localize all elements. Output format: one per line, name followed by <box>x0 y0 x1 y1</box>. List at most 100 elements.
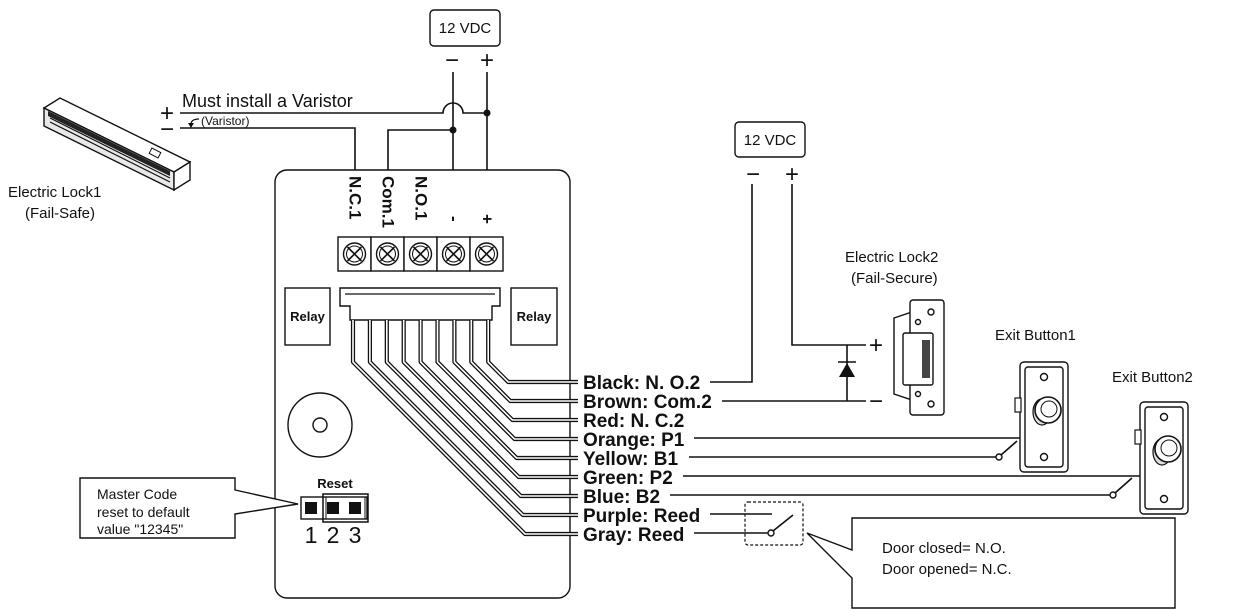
door-callout: Door closed= N.O. Door opened= N.C. <box>806 517 1176 609</box>
screw-hole-icon <box>1159 494 1169 504</box>
reed-switch-box <box>744 501 804 546</box>
maglock-end-face <box>173 160 191 192</box>
jumper-cap-inner <box>325 496 366 520</box>
input-wiring <box>670 437 1140 546</box>
terminal-label-nc1: N.C.1 <box>346 176 365 219</box>
door-closed-text: Door closed= N.O. <box>882 540 1006 557</box>
terminal-label-no1: N.O.1 <box>412 176 431 220</box>
exit-button-1: Exit Button1 <box>995 327 1076 473</box>
diode-icon <box>839 363 855 377</box>
wire-label-orange: Orange: P1 <box>583 430 685 451</box>
power-supply-2-plus: + <box>785 161 799 188</box>
wire-lead-core-2 <box>453 320 578 421</box>
door-opened-text: Door opened= N.C. <box>882 561 1012 578</box>
terminal-label-com1: Com.1 <box>379 176 398 228</box>
lock1-wiring: Must install a Varistor + − (Varistor) <box>160 72 491 212</box>
jumper-pin-3 <box>349 502 361 514</box>
power-supply-1-plus: + <box>480 47 494 74</box>
screw-hole-icon <box>927 400 935 408</box>
master-code-line-2: reset to default <box>97 504 190 520</box>
relay-right-label: Relay <box>517 309 552 324</box>
lock1-name: Electric Lock1 <box>8 184 101 201</box>
relay-left-label: Relay <box>290 309 325 324</box>
buzzer-center <box>312 417 328 433</box>
power-supply-1-box <box>429 9 501 47</box>
terminal-block <box>337 236 504 272</box>
power-supply-1: 12 VDC − + <box>429 9 501 74</box>
screw-hole-icon <box>927 308 935 316</box>
screw-hole-icon <box>1039 372 1049 382</box>
wire-lead-core-7 <box>369 320 578 516</box>
power-supply-2-minus: − <box>746 161 760 188</box>
master-code-callout-box <box>79 477 299 539</box>
relay-left <box>284 287 331 346</box>
door-callout-box <box>806 517 1176 609</box>
maglock-core <box>48 111 170 176</box>
exit-button-2-label: Exit Button2 <box>1112 369 1193 386</box>
terminal-label-plus: + <box>478 214 497 224</box>
exit-button-1-label: Exit Button1 <box>995 327 1076 344</box>
terminal-label-minus: - <box>445 216 464 222</box>
wire-lead-core-8 <box>352 320 578 535</box>
screw-hole-icon <box>914 390 922 398</box>
terminal-screw-slot <box>412 246 429 262</box>
wire-label-green: Green: P2 <box>583 468 673 489</box>
controller-board: N.C.1 Com.1 N.O.1 - + Relay Relay Reset … <box>274 169 578 599</box>
black-wire-to-psu2 <box>710 184 753 383</box>
varistor-note: Must install a Varistor <box>182 91 353 111</box>
reset-label: Reset <box>317 476 353 491</box>
master-code-line-1: Master Code <box>97 486 177 502</box>
terminal-screw-inner <box>445 245 462 263</box>
wire-label-red: Red: N. C.2 <box>583 411 684 432</box>
wire-lead-core-1 <box>470 320 578 402</box>
strike-keeper <box>922 340 930 378</box>
electric-lock-1: Electric Lock1 (Fail-Safe) <box>8 97 192 222</box>
screw-hole-icon <box>1039 452 1049 462</box>
switch-contact-icon <box>1109 491 1117 499</box>
exit-button-1-bracket <box>1014 397 1022 413</box>
lock2-plus-sign: + <box>869 332 883 359</box>
terminal-screw-inner <box>478 245 495 263</box>
exit-button-1-knob-inner <box>1040 400 1058 418</box>
terminal-screw-inner <box>346 245 363 263</box>
terminal-screw-slot <box>478 246 495 262</box>
terminal-screw-slot <box>379 246 396 262</box>
wire-label-blue: Blue: B2 <box>583 487 660 508</box>
wire-label-brown: Brown: Com.2 <box>583 392 712 413</box>
lock2-wiring: + − <box>710 184 883 415</box>
exit-button-2: Exit Button2 <box>1112 369 1193 515</box>
relay-right <box>510 287 558 346</box>
wire-lead-core-0 <box>487 320 578 383</box>
lock1-minus-sign: − <box>160 116 174 143</box>
master-code-line-3: value "12345" <box>97 521 183 537</box>
varistor-arrowhead-icon <box>188 123 194 128</box>
exit-button-2-switch-lever <box>1114 477 1133 494</box>
exit-button-2-knob-inner <box>1160 439 1178 457</box>
psu2-plus-wire <box>791 184 866 346</box>
wire-fanout <box>350 320 578 537</box>
power-supply-2-label: 12 VDC <box>744 132 797 149</box>
junction-dot <box>449 126 457 134</box>
terminal-screw-slot <box>445 246 462 262</box>
terminal-screw-inner <box>379 245 396 263</box>
power-supply-2-box <box>734 121 806 158</box>
wire-label-yellow: Yellow: B1 <box>583 449 678 470</box>
terminal-screw-inner <box>412 245 429 263</box>
maglock-cable-port <box>148 147 162 159</box>
exit-button-1-switch-lever <box>1000 440 1018 456</box>
jumper-cap <box>322 493 369 523</box>
lock2-type: (Fail-Secure) <box>851 270 938 287</box>
wire-lead-core-5 <box>402 320 578 478</box>
reed-contact-icon <box>767 529 775 537</box>
screw-hole-icon <box>1159 412 1169 422</box>
junction-dot <box>483 109 491 117</box>
jumper-pin-2 <box>327 502 339 514</box>
terminal-screw-slot <box>346 246 363 262</box>
wire-labels: Black: N. O.2 Brown: Com.2 Red: N. C.2 O… <box>583 373 712 546</box>
wire-label-purple: Purple: Reed <box>583 506 700 527</box>
lock1-type: (Fail-Safe) <box>25 205 95 222</box>
jumper-pin-1 <box>305 502 317 514</box>
com1-wire <box>387 129 453 172</box>
screw-hole-icon <box>914 318 922 326</box>
